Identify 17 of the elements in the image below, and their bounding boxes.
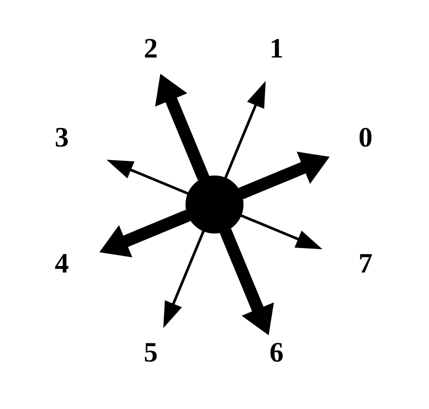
arrow	[163, 230, 205, 328]
node-text: 2	[144, 34, 158, 65]
node-text: 4	[54, 248, 69, 280]
node-text: 3	[54, 122, 69, 154]
arrow	[155, 74, 210, 180]
arrow	[224, 80, 266, 179]
node-text: 0	[358, 122, 373, 154]
node-circle	[186, 176, 244, 234]
node-text: 5	[144, 337, 158, 368]
arrow	[220, 228, 274, 336]
arrow	[238, 152, 330, 200]
arrow	[240, 214, 322, 250]
arrow	[106, 160, 189, 195]
node-text: 1	[269, 34, 284, 65]
node-text: 7	[358, 248, 373, 280]
arrow	[99, 210, 190, 258]
node-text: 6	[269, 337, 284, 368]
